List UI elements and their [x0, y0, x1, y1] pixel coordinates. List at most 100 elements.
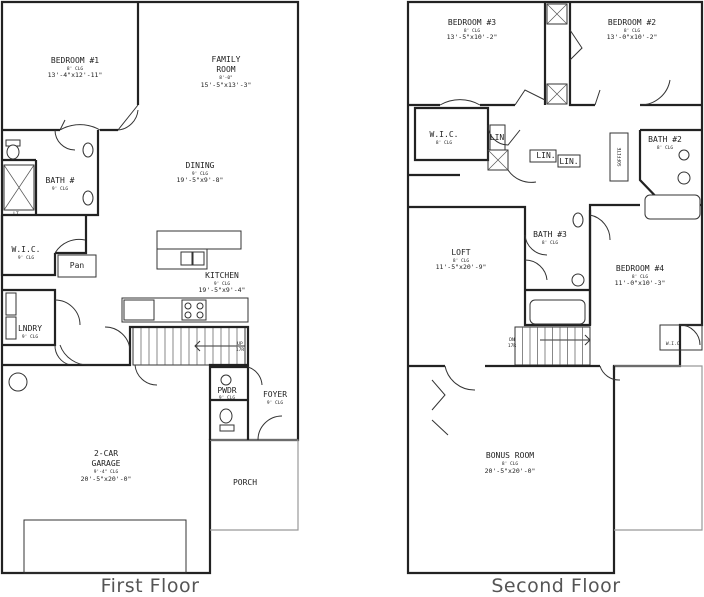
stair-up-risers: 17R [236, 347, 244, 353]
linen-label: LT [13, 211, 19, 217]
porch-outline [210, 439, 299, 531]
linen-closet-3 [557, 154, 581, 168]
bedroom1-label: BEDROOM #1 [51, 56, 99, 65]
bath-label: BATH # [46, 176, 75, 185]
soffit-label: SOFFITE [617, 147, 623, 166]
lin2-label: LIN. [536, 151, 555, 160]
soffit [609, 132, 629, 182]
bedroom3-wall [408, 2, 702, 107]
pwdr-label: PWDR [217, 386, 236, 395]
laundry-wall [2, 288, 57, 347]
family-label-1: FAMILY [212, 55, 241, 64]
stair-dn-risers: 17R [508, 343, 516, 349]
foyer-ceiling: 9' CLG [267, 400, 284, 406]
kitchen-ceiling: 9' CLG [214, 281, 231, 287]
door-swing-icon [54, 129, 76, 151]
garage-ceiling: 9'-4" CLG [94, 469, 119, 475]
dining-ceiling: 9' CLG [192, 171, 209, 177]
garage-wall [2, 325, 250, 440]
bath3-ceiling: 8' CLG [542, 240, 559, 246]
toilet-icon [5, 139, 21, 160]
door-swing-icon [247, 366, 283, 441]
lin3-label: LIN. [559, 157, 578, 166]
lin1-label: LIN [490, 133, 505, 142]
pantry-room [57, 254, 97, 278]
second-floor: BEDROOM #3 8' CLG 13'-5"x10'-2" BEDROOM … [406, 0, 704, 575]
kitchen-label: KITCHEN [205, 271, 239, 280]
second-floor-caption: Second Floor [491, 575, 620, 597]
door-swing-icon [59, 119, 101, 131]
bedroom2-label: BEDROOM #2 [608, 18, 656, 27]
door-swing-icon [524, 214, 611, 281]
water-heater-icon [8, 372, 28, 392]
toilet-icon [571, 273, 585, 287]
door-swing-icon [117, 109, 139, 131]
bath3-label: BATH #3 [533, 230, 567, 239]
washer-icon [5, 292, 17, 316]
bonus-size: 20'-5"x20'-0" [485, 467, 536, 475]
first-floor-caption: First Floor [101, 575, 200, 597]
linen-closet-2 [529, 149, 557, 163]
toilet-icon [219, 408, 235, 432]
first-floor-exterior-wall [0, 0, 300, 575]
family-size: 15'-5"x13'-3" [201, 81, 252, 89]
wic2-label: W.I.C. [430, 130, 459, 139]
bedroom2-ceiling: 8' CLG [624, 28, 641, 34]
door-swing-icon [439, 29, 671, 106]
sink-icon [82, 190, 94, 206]
stair-down [514, 326, 591, 366]
dining-size: 19'-5"x9'-8" [177, 176, 224, 184]
wic-ceiling: 9' CLG [18, 255, 35, 261]
door-swing-icon [54, 238, 86, 254]
bathtub-icon [529, 299, 586, 325]
loft-lower-wall [408, 364, 616, 370]
bath2-ceiling: 8' CLG [657, 145, 674, 151]
wic4-label: W.I.C. [666, 341, 682, 347]
wic2-ceiling: 8' CLG [436, 140, 453, 146]
door-swing-icon [487, 124, 521, 146]
wic-label: W.I.C. [12, 245, 41, 254]
stair-up [132, 326, 246, 366]
bedroom4-label: BEDROOM #4 [616, 264, 664, 273]
dining-label: DINING [186, 161, 215, 170]
laundry-label: LNDRY [18, 324, 42, 333]
sink-icon [180, 251, 205, 266]
garage-label-1: 2-CAR [94, 449, 118, 458]
bedroom4-ceiling: 8' CLG [632, 274, 649, 280]
kitchen-island [156, 230, 242, 250]
first-floor: BEDROOM #1 8' CLG 13'-4"x12'-11" FAMILY … [0, 0, 300, 575]
door-swing-icon [59, 326, 158, 386]
pwdr-ceiling: 9' CLG [219, 395, 236, 401]
bonus-label: BONUS ROOM [486, 451, 534, 460]
second-floor-exterior-wall [406, 0, 704, 575]
bedroom4-size: 11'-0"x10'-3" [615, 279, 666, 287]
loft-size: 11'-5"x20'-9" [436, 263, 487, 271]
dryer-icon [5, 316, 17, 340]
bedroom2-size: 13'-0"x10'-2" [607, 33, 658, 41]
stair-dn-label: DN [509, 337, 515, 343]
bath3-wall [408, 173, 640, 327]
refrigerator-icon [123, 299, 155, 321]
sink-icon [82, 142, 94, 158]
toilet-icon [677, 171, 691, 185]
sink-icon [220, 374, 232, 386]
garage-door [23, 519, 187, 574]
garage-size: 20'-5"x20'-0" [81, 475, 132, 483]
bath3-inner-wall [525, 210, 592, 325]
door-swing-icon [679, 324, 701, 346]
door-swing-icon [54, 299, 81, 366]
bedroom3-ceiling: 8' CLG [464, 28, 481, 34]
door-swing-icon [431, 379, 449, 436]
garage-label-2: GARAGE [92, 459, 121, 468]
bedroom1-door-angle [117, 104, 139, 131]
door-swing-icon [514, 89, 546, 106]
sink-icon [678, 149, 690, 161]
bedroom3-label: BEDROOM #3 [448, 18, 496, 27]
bath2-label: BATH #2 [648, 135, 682, 144]
door-swing-icon [444, 365, 621, 391]
bedroom1-size: 13'-4"x12'-11" [48, 71, 103, 79]
loft-label: LOFT [451, 248, 470, 257]
kitchen-size: 19'-5"x9'-4" [199, 286, 246, 294]
bonus-ceiling: 8' CLG [502, 461, 519, 467]
